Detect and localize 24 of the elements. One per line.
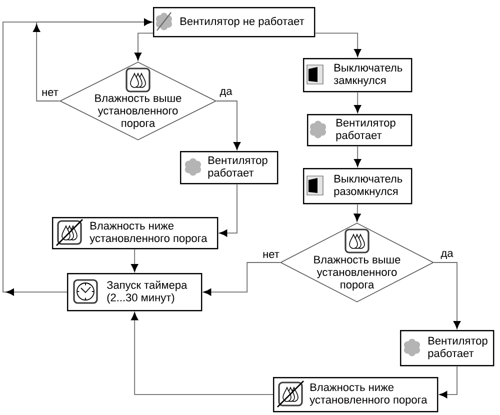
arrow bbox=[216, 100, 241, 150]
edge-label: да bbox=[218, 88, 234, 98]
arrow bbox=[439, 366, 458, 398]
arrow bbox=[131, 312, 274, 396]
edge-label: нет bbox=[262, 251, 280, 260]
edge-label: да bbox=[440, 250, 454, 260]
process-box: Выключатель разомкнулся bbox=[303, 168, 412, 204]
edge-label: нет bbox=[40, 89, 60, 98]
arrow bbox=[203, 262, 281, 296]
process-box: Вентилятор работает bbox=[307, 114, 412, 146]
arrow bbox=[354, 146, 362, 167]
process-box: Выключатель замкнулся bbox=[303, 58, 412, 92]
process-box: Вентилятор работает bbox=[400, 330, 494, 366]
arrow bbox=[433, 262, 461, 329]
process-box: Влажность ниже установленного порога bbox=[273, 377, 438, 412]
arrow bbox=[219, 184, 238, 237]
process-box: Вентилятор не работает bbox=[153, 7, 316, 38]
arrow bbox=[131, 248, 138, 272]
arrow bbox=[314, 32, 362, 57]
arrow bbox=[354, 92, 362, 113]
process-box: Вентилятор работает bbox=[180, 151, 278, 184]
arrow bbox=[2, 18, 152, 296]
arrow bbox=[354, 204, 361, 222]
arrow bbox=[134, 32, 154, 60]
